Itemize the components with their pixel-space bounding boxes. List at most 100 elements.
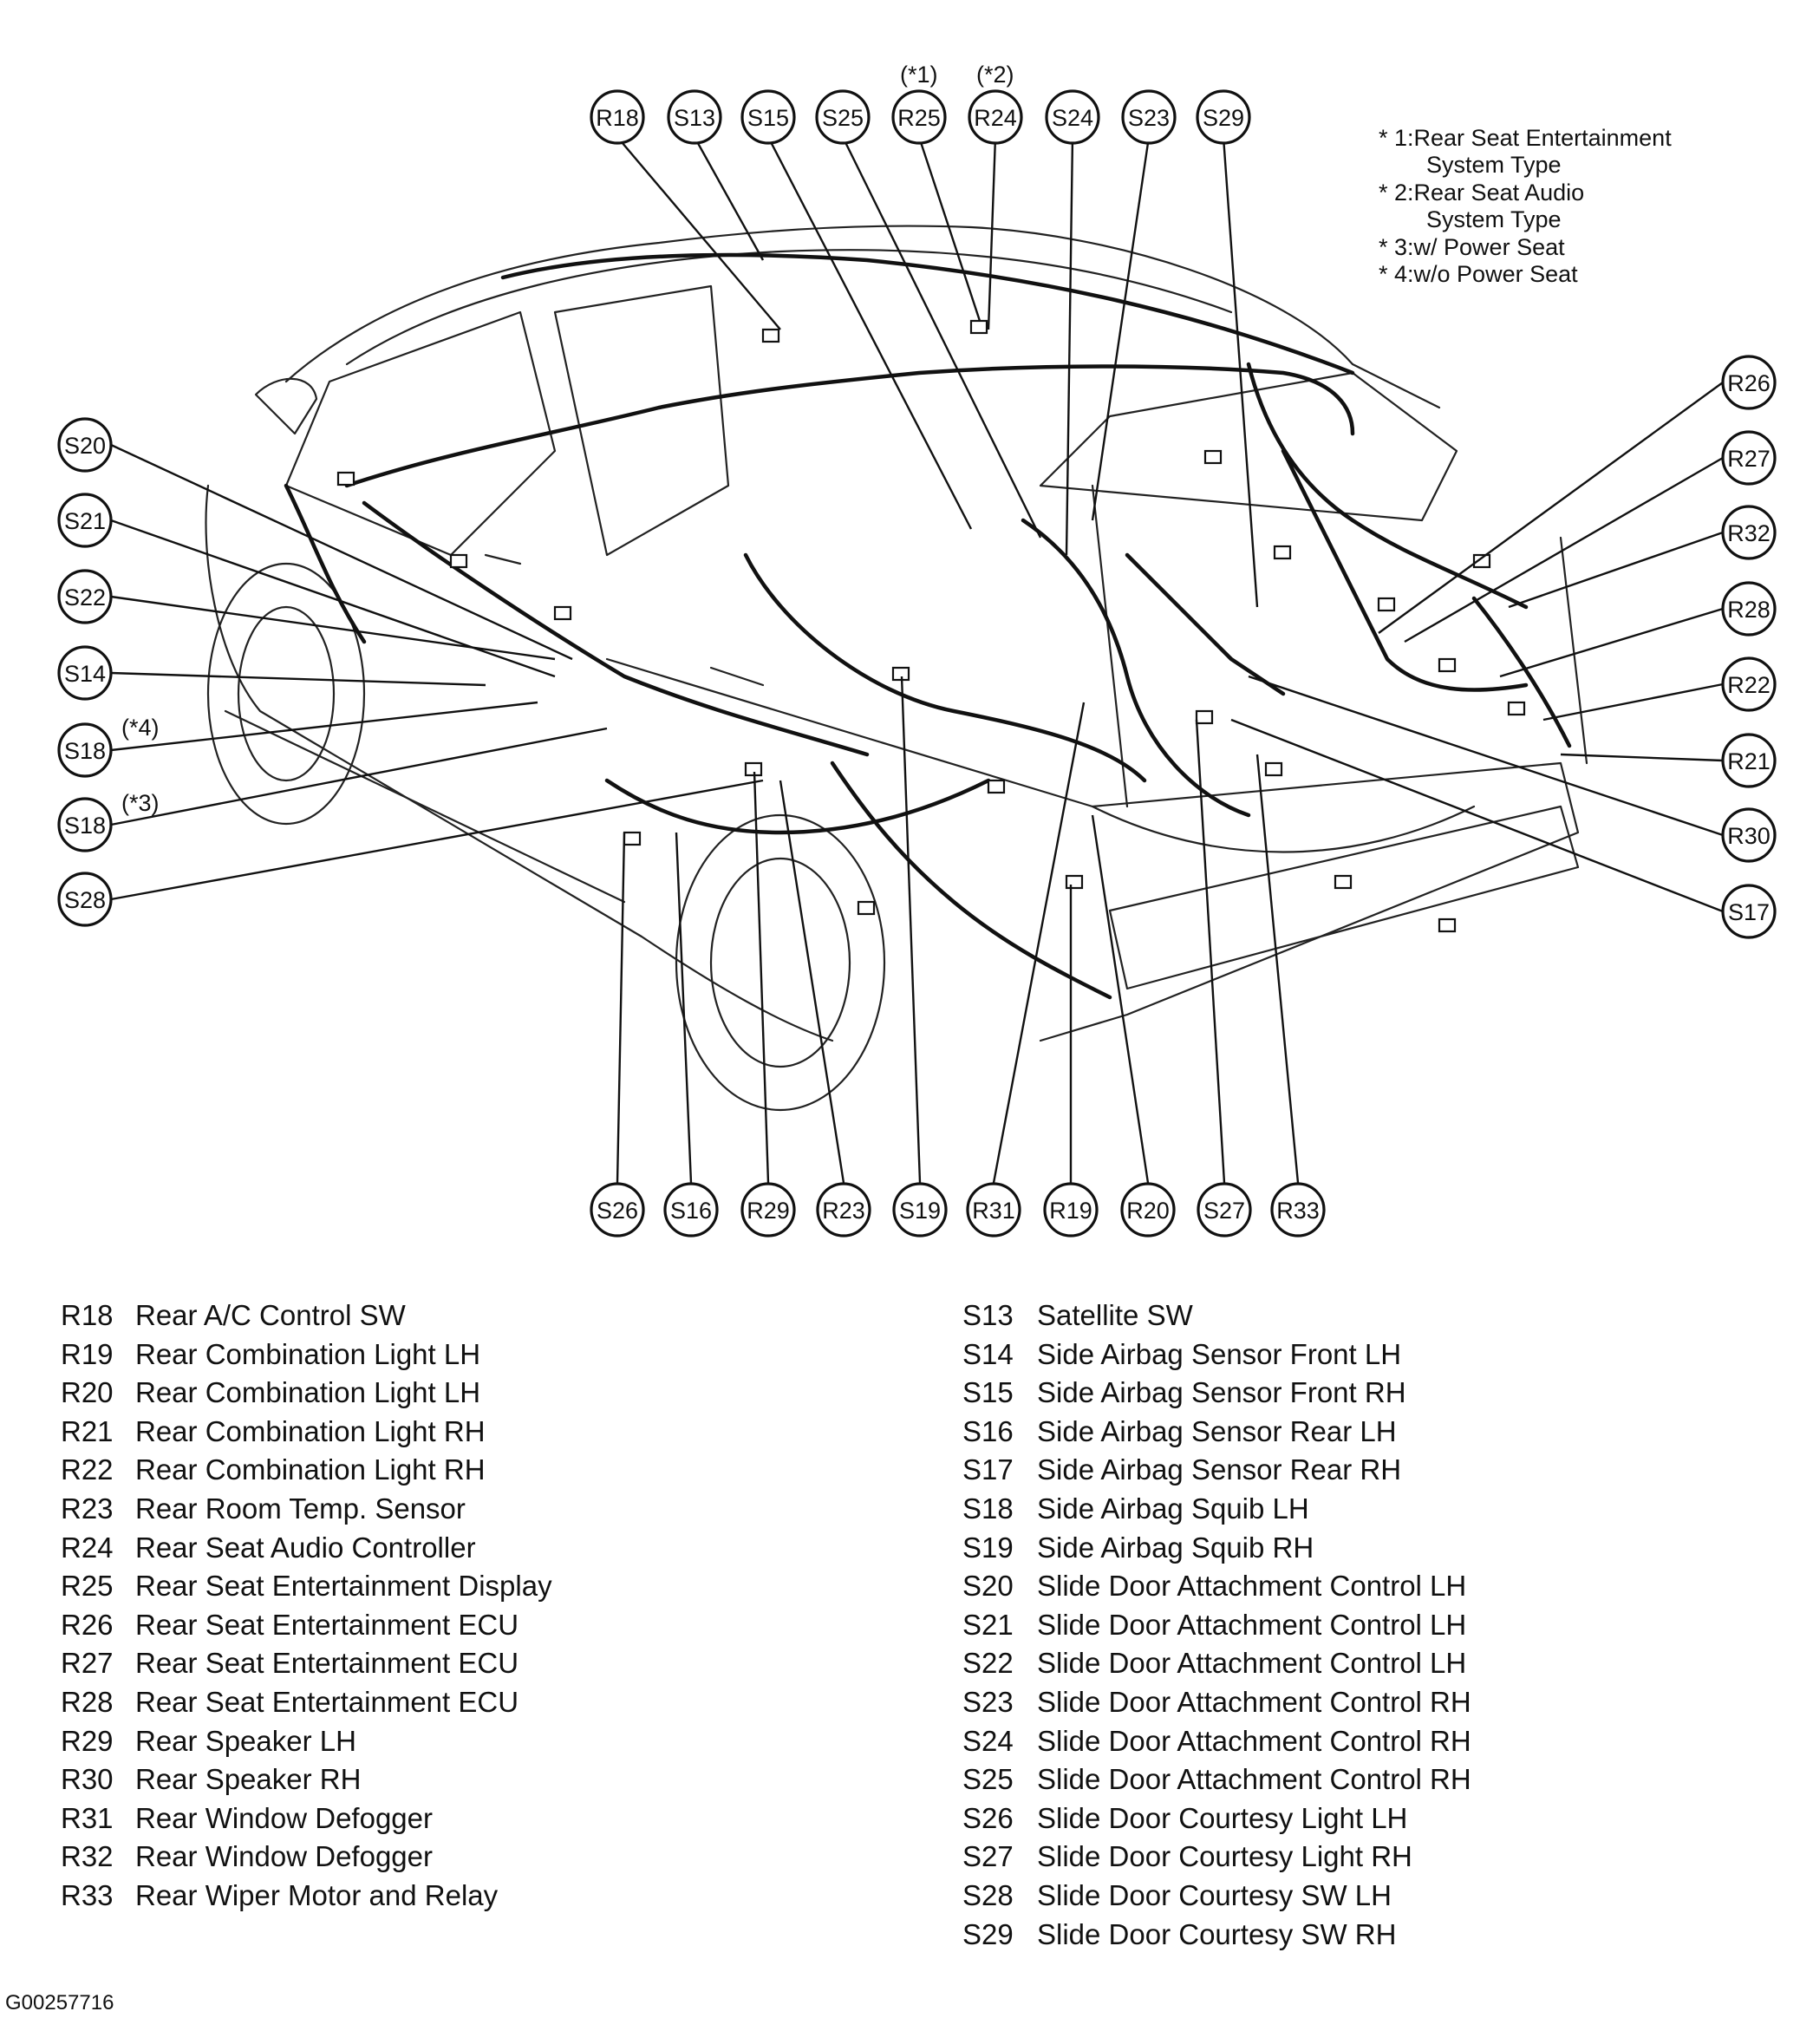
svg-text:S15: S15 [747, 105, 789, 131]
svg-text:S16: S16 [670, 1198, 712, 1224]
callout-r30[interactable]: R30 [1721, 807, 1777, 863]
legend-code: R32 [61, 1840, 114, 1873]
callout-s13[interactable]: S13 [667, 89, 722, 145]
callout-s24[interactable]: S24 [1045, 89, 1100, 145]
legend-description: Slide Door Courtesy SW RH [1037, 1917, 1397, 1950]
callout-s25[interactable]: S25 [815, 89, 871, 145]
note-4: * 4:w/o Power Seat [1379, 261, 1578, 287]
callout-s15[interactable]: S15 [740, 89, 796, 145]
legend-description: Rear Combination Light LH [135, 1337, 481, 1370]
legend-item: R25 Rear Seat Entertainment Display [61, 1567, 552, 1606]
callout-s16[interactable]: S16 [663, 1182, 719, 1238]
tag-r25: (*1) [900, 62, 938, 88]
callout-s20[interactable]: S20 [57, 417, 113, 473]
callout-r21[interactable]: R21 [1721, 733, 1777, 788]
vehicle-wiring-diagram: R18 S13 S15 S25 R25 R24 S24 S23 S29 (*1)… [57, 62, 1777, 1238]
legend-code: S17 [962, 1453, 1014, 1486]
callout-s21[interactable]: S21 [57, 493, 113, 548]
callout-r33[interactable]: R33 [1270, 1182, 1326, 1238]
tag-s18-a: (*4) [121, 715, 160, 741]
callout-s23[interactable]: S23 [1121, 89, 1177, 145]
legend-code: R30 [61, 1763, 114, 1796]
legend-description: Rear Seat Entertainment Display [135, 1570, 552, 1603]
tag-s18-b: (*3) [121, 790, 160, 816]
callout-r26[interactable]: R26 [1721, 355, 1777, 410]
legend-code: S24 [962, 1724, 1014, 1757]
callout-s26[interactable]: S26 [590, 1182, 645, 1238]
svg-text:S26: S26 [597, 1198, 638, 1224]
legend-code: R25 [61, 1570, 114, 1603]
callouts-bottom: S26 S16 R29 R23 S19 R31 R19 R20 S27 R33 [590, 1182, 1326, 1238]
callout-r23[interactable]: R23 [816, 1182, 871, 1238]
figure-id: G00257716 [5, 1991, 114, 2015]
legend-description: Rear Speaker LH [135, 1724, 356, 1757]
svg-text:S19: S19 [899, 1198, 941, 1224]
legend-code: S14 [962, 1337, 1014, 1370]
legend-description: Side Airbag Squib RH [1037, 1531, 1314, 1564]
legend-code: R33 [61, 1878, 114, 1911]
legend-item: S21 Slide Door Attachment Control LH [962, 1606, 1471, 1645]
callout-s28[interactable]: S28 [57, 872, 113, 927]
note-1-cont: System Type [1426, 152, 1562, 178]
note-3: * 3:w/ Power Seat [1379, 234, 1565, 260]
legend-description: Slide Door Attachment Control LH [1037, 1570, 1467, 1603]
legend-description: Rear Speaker RH [135, 1763, 362, 1796]
legend-code: S16 [962, 1414, 1014, 1447]
callout-r20[interactable]: R20 [1120, 1182, 1176, 1238]
legend-description: Slide Door Courtesy Light RH [1037, 1840, 1412, 1873]
callout-s29[interactable]: S29 [1196, 89, 1251, 145]
legend-code: R21 [61, 1414, 114, 1447]
callout-r27[interactable]: R27 [1721, 430, 1777, 486]
callout-r28[interactable]: R28 [1721, 581, 1777, 637]
callout-r18[interactable]: R18 [590, 89, 645, 145]
legend-code: S27 [962, 1840, 1014, 1873]
callout-r19[interactable]: R19 [1043, 1182, 1099, 1238]
legend-description: Satellite SW [1037, 1299, 1193, 1331]
callout-s18-a[interactable]: S18 [57, 722, 113, 778]
callout-s22[interactable]: S22 [57, 569, 113, 624]
legend-description: Slide Door Attachment Control LH [1037, 1608, 1467, 1641]
callout-r29[interactable]: R29 [740, 1182, 796, 1238]
svg-text:R26: R26 [1727, 370, 1771, 396]
legend-code: S21 [962, 1608, 1014, 1641]
callout-r24[interactable]: R24 [968, 89, 1023, 145]
svg-text:R30: R30 [1727, 823, 1771, 849]
legend-code: S28 [962, 1878, 1014, 1911]
callout-s18-b[interactable]: S18 [57, 797, 113, 852]
legend-code: S26 [962, 1801, 1014, 1834]
callout-r22[interactable]: R22 [1721, 656, 1777, 712]
svg-text:R22: R22 [1727, 672, 1771, 698]
svg-text:S14: S14 [64, 661, 106, 687]
svg-text:R24: R24 [974, 105, 1017, 131]
legend-code: R26 [61, 1608, 114, 1641]
legend-description: Rear Window Defogger [135, 1801, 433, 1834]
legend-code: R19 [61, 1337, 114, 1370]
callout-s27[interactable]: S27 [1197, 1182, 1252, 1238]
legend-description: Slide Door Courtesy Light LH [1037, 1801, 1408, 1834]
legend-item: S26 Slide Door Courtesy Light LH [962, 1799, 1471, 1838]
svg-text:S29: S29 [1203, 105, 1244, 131]
svg-text:R27: R27 [1727, 446, 1771, 472]
callout-r32[interactable]: R32 [1721, 505, 1777, 560]
callout-r31[interactable]: R31 [966, 1182, 1021, 1238]
callout-s17[interactable]: S17 [1721, 884, 1777, 939]
legend-description: Rear Seat Entertainment ECU [135, 1685, 519, 1718]
legend-description: Rear Seat Audio Controller [135, 1531, 476, 1564]
callout-r25[interactable]: R25 [891, 89, 947, 145]
callout-s19[interactable]: S19 [892, 1182, 948, 1238]
legend-description: Side Airbag Sensor Front RH [1037, 1376, 1406, 1409]
callout-s14[interactable]: S14 [57, 645, 113, 701]
